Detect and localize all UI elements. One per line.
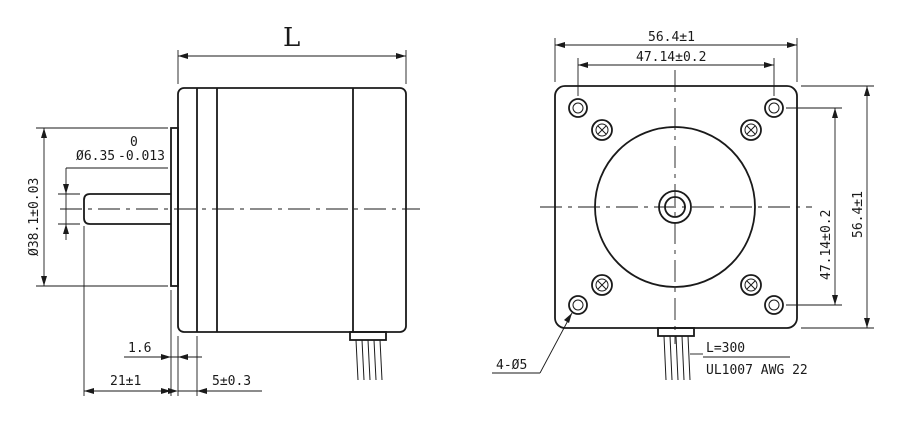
hole-spacing-h-label: 47.14±0.2 [636,50,706,65]
front-lead-wires [657,327,695,381]
shaft-length-label: 21±1 [110,374,141,389]
hole-spacing-v-label: 47.14±0.2 [819,210,834,280]
lead-length-label: L=300 [706,341,745,356]
mounting-holes [568,98,784,315]
overall-width-label: 56.4±1 [648,30,695,45]
shaft-diameter-label: Ø6.35 [76,149,115,164]
boss-diameter-label: Ø38.1±0.03 [27,178,42,256]
flange-thickness-label: 5±0.3 [212,374,251,389]
front-boss [170,127,179,287]
overall-height-label: 56.4±1 [851,191,866,238]
front-view: 56.4±1 47.14±0.2 47.14±0.2 56.4±1 4-Ø5 L… [492,30,874,381]
shaft-tol-lower: -0.013 [118,149,165,164]
side-lead-wires [349,331,387,381]
holes-label: 4-Ø5 [496,358,527,373]
lead-spec-label: UL1007 AWG 22 [706,363,808,378]
boss-thickness-label: 1.6 [128,341,151,356]
side-view: L Ø38.1±0.03 Ø6.35 0 -0.013 1.6 21±1 [27,23,420,396]
shaft-tol-upper: 0 [130,135,138,150]
screw-heads [591,119,762,296]
motor-body-outline [177,87,407,333]
length-label: L [283,23,300,53]
shaft [83,193,171,225]
